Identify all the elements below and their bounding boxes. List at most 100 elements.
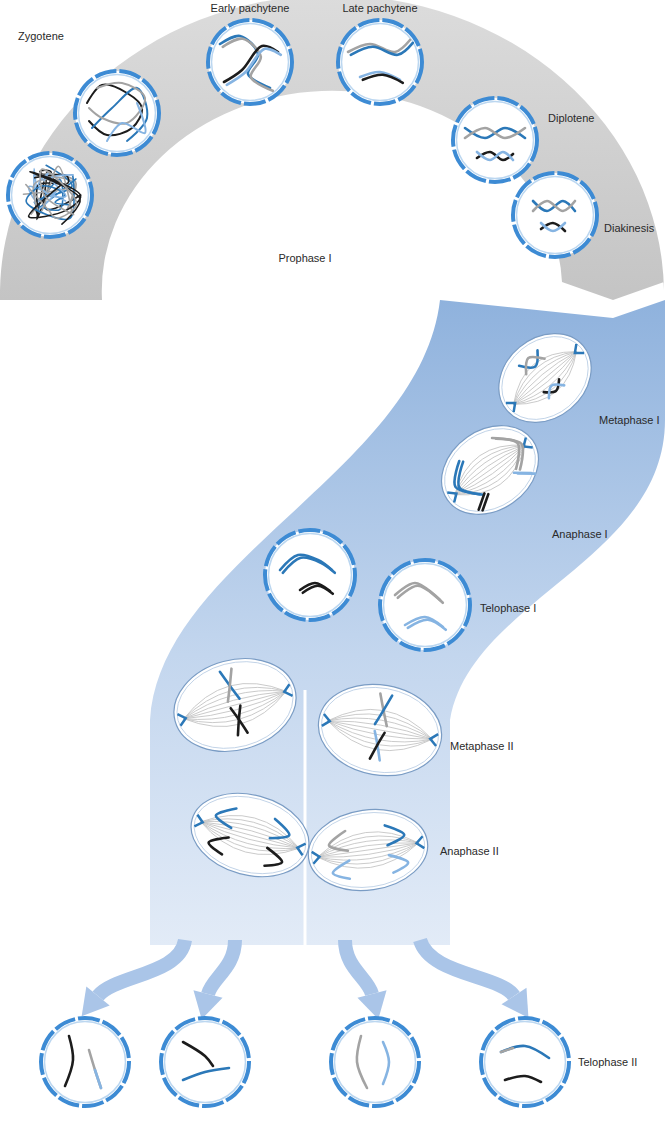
nuclear-envelope <box>517 177 594 254</box>
centrosome <box>416 836 425 849</box>
cell-membrane <box>163 645 306 764</box>
chromosome <box>65 1036 73 1086</box>
division-band <box>150 300 665 945</box>
spindle-fiber <box>328 721 432 739</box>
cell <box>481 1018 569 1106</box>
cell-membrane <box>429 412 552 529</box>
chromosome <box>544 379 564 398</box>
chromosome <box>263 848 285 870</box>
centrosome <box>571 344 584 358</box>
stage-label: Telophase I <box>480 602 536 615</box>
chromosome <box>398 586 443 603</box>
chromosome <box>270 819 293 843</box>
cells <box>8 20 609 1106</box>
chromosome <box>351 43 413 55</box>
spindle-fiber <box>455 445 533 505</box>
spindle-fiber <box>184 691 290 733</box>
nuclear-envelope <box>212 24 289 101</box>
stage-label: Diplotene <box>548 112 594 125</box>
stage-label: Early pachytene <box>211 2 290 15</box>
nuclear-envelope <box>453 98 537 182</box>
chromosome <box>541 223 565 231</box>
chromosome <box>519 350 544 374</box>
chromosome <box>501 1048 513 1052</box>
nuclear-envelope <box>513 173 597 257</box>
chromosome <box>533 201 575 211</box>
arrow <box>345 940 372 994</box>
cell <box>481 315 609 441</box>
nuclear-envelope <box>269 534 352 617</box>
chromosome <box>496 428 533 470</box>
stage-label: Metaphase II <box>450 740 514 753</box>
stage-label: Prophase I <box>278 252 331 265</box>
chromosome <box>26 169 77 218</box>
chromosome <box>465 128 525 138</box>
nuclear-envelope <box>338 20 422 104</box>
cell <box>8 153 92 237</box>
chromosome <box>505 1076 541 1082</box>
cell-membrane <box>185 785 314 886</box>
chromosome <box>465 128 525 138</box>
chromosome <box>107 103 146 141</box>
centrosome <box>447 489 460 503</box>
chromosome <box>95 1070 101 1088</box>
stage-label: Diakinesis <box>604 222 654 235</box>
nuclear-envelope <box>380 560 470 650</box>
nuclear-envelope <box>481 1018 569 1106</box>
stage-label: Telophase II <box>578 1056 637 1069</box>
centrosome <box>296 842 306 855</box>
cell <box>380 560 470 650</box>
chromosome <box>331 861 351 881</box>
chromosome <box>183 1042 213 1066</box>
chromosome <box>533 201 575 211</box>
chromosome <box>375 694 392 727</box>
cell-membrane <box>311 675 449 785</box>
chromosome <box>327 831 348 853</box>
spindle-fiber <box>184 691 289 728</box>
cell-membrane <box>167 649 303 761</box>
stage-label: Anaphase II <box>440 845 499 858</box>
chromosome <box>445 461 482 503</box>
arrow <box>420 940 514 996</box>
chromosome <box>518 465 535 481</box>
spindle-fiber <box>184 691 288 723</box>
cell <box>208 20 292 104</box>
arrow <box>98 940 185 996</box>
centrosome <box>177 712 187 725</box>
centrosome <box>506 398 519 412</box>
chromosome <box>220 669 240 702</box>
nuclear-envelope <box>457 102 534 179</box>
chromosome <box>231 706 248 736</box>
chromosome <box>370 731 385 760</box>
stage-label: Anaphase I <box>552 528 608 541</box>
spindle-fiber <box>505 342 576 405</box>
centrosome <box>283 684 293 697</box>
nuclear-envelope <box>79 75 156 152</box>
nuclear-envelope <box>485 1022 566 1103</box>
centrosome <box>429 733 438 746</box>
chromosome <box>183 1068 229 1080</box>
cell <box>311 675 449 785</box>
chromosome <box>501 1046 549 1058</box>
chromosome <box>231 706 248 736</box>
stage-label: Zygotene <box>18 30 64 43</box>
cell-membrane <box>182 781 319 889</box>
stage-label: Late pachytene <box>342 2 417 15</box>
cell <box>182 781 319 889</box>
cell <box>338 20 422 104</box>
chromosome <box>227 49 281 85</box>
spindle-fiber <box>201 805 304 848</box>
cell-membrane <box>424 407 555 532</box>
chromosome <box>389 853 409 873</box>
chromosome <box>477 494 494 510</box>
chromosome <box>220 669 240 702</box>
chromosome <box>214 804 237 828</box>
cell <box>513 173 597 257</box>
centrosome <box>194 815 204 828</box>
chromosome <box>29 172 81 224</box>
cell <box>331 1018 419 1106</box>
cell <box>303 802 433 898</box>
